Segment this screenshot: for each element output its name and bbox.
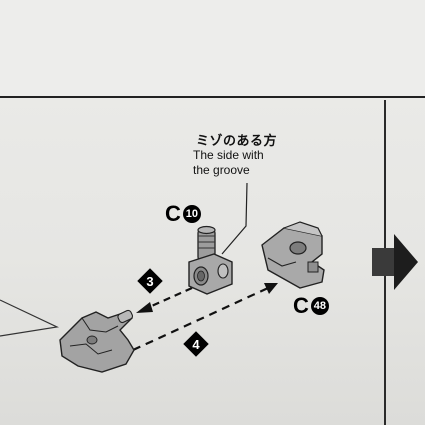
step-badge-3: 3 [137, 268, 163, 294]
part-label-c48: C 48 [293, 293, 329, 319]
part-assembly-base [59, 309, 135, 373]
part-c10-joint [188, 225, 233, 295]
part-number-badge: 48 [310, 297, 329, 315]
previous-step-panel [0, 0, 425, 96]
callout-english: The side with the groove [193, 148, 303, 178]
callout-japanese: ミゾのある方 [196, 133, 278, 148]
callout-leader-line [221, 182, 248, 255]
step-number: 3 [146, 273, 154, 289]
part-number-badge: 10 [182, 205, 201, 223]
panel-pointer-line [0, 299, 60, 337]
step-number: 4 [192, 336, 200, 352]
dashed-arrow-step4 [132, 283, 278, 351]
part-letter: C [293, 293, 309, 318]
panel-divider-horizontal [0, 96, 425, 98]
part-label-c10: C 10 [165, 201, 201, 227]
part-letter: C [165, 201, 181, 226]
right-arrow-icon [372, 234, 418, 290]
callout-english-line2: the groove [193, 163, 250, 177]
callout-english-line1: The side with [193, 148, 264, 162]
part-c48-bracket [261, 221, 325, 289]
step-badge-4: 4 [183, 331, 209, 357]
dashed-arrow-step3 [136, 286, 193, 313]
